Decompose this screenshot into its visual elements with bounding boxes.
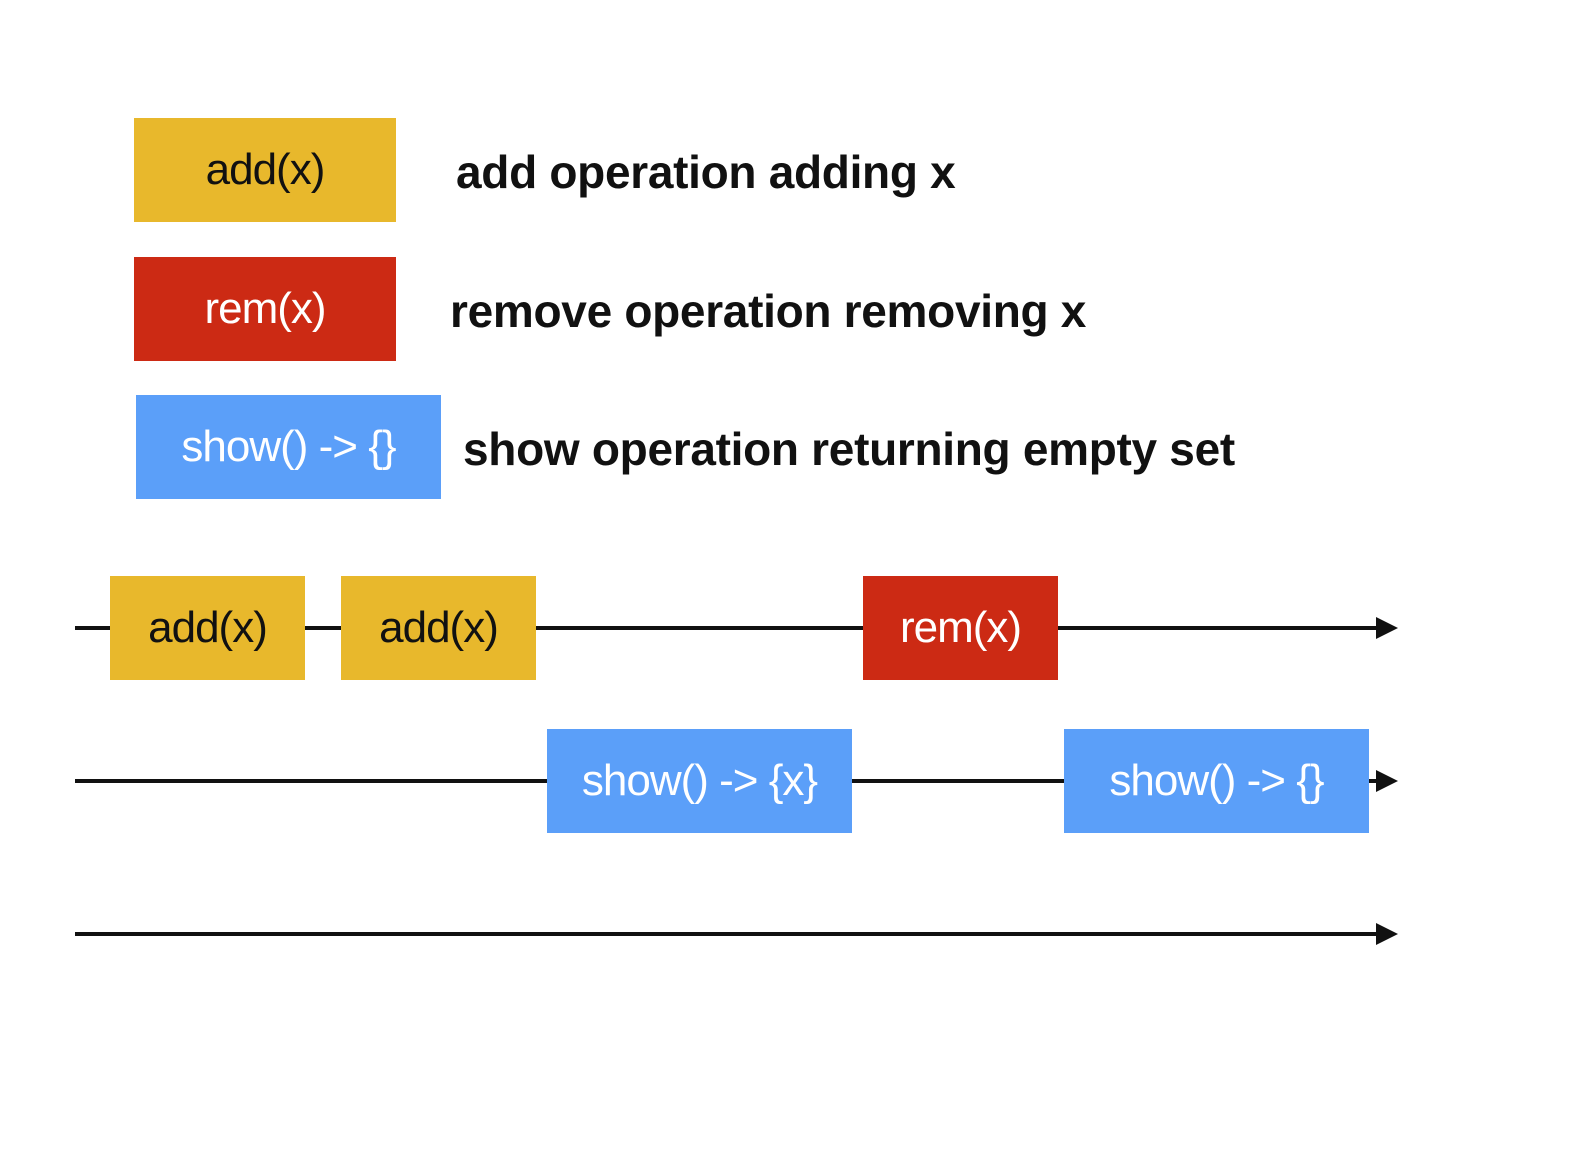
timeline-2-op-2: show() -> {} <box>1064 729 1369 833</box>
legend-show-description: show operation returning empty set <box>463 423 1235 475</box>
timeline-3-line <box>75 923 1398 945</box>
timeline-2-op-1-label: show() -> {x} <box>581 756 818 805</box>
legend-remove-box-label: rem(x) <box>204 284 326 333</box>
timeline-1-op-3: rem(x) <box>863 576 1058 680</box>
timeline-1-op-2: add(x) <box>341 576 536 680</box>
timeline-2-arrowhead <box>1376 770 1398 792</box>
timeline-3-arrowhead <box>1376 923 1398 945</box>
legend-add-box-label: add(x) <box>205 145 326 194</box>
timeline-1-op-1-label: add(x) <box>148 603 268 652</box>
timeline-1-op-2-label: add(x) <box>379 603 499 652</box>
timeline-1-op-1: add(x) <box>110 576 305 680</box>
timeline-1-op-3-label: rem(x) <box>899 603 1022 652</box>
timeline-2-op-1: show() -> {x} <box>547 729 852 833</box>
timeline-2-op-2-label: show() -> {} <box>1109 756 1324 805</box>
timeline-1-arrowhead <box>1376 617 1398 639</box>
legend-add-box: add(x) <box>134 118 396 222</box>
legend-remove-box: rem(x) <box>134 257 396 361</box>
legend-show-box: show() -> {} <box>136 395 441 499</box>
legend-show-box-label: show() -> {} <box>181 422 396 471</box>
legend-add-description: add operation adding x <box>456 146 956 198</box>
legend-remove-description: remove operation removing x <box>450 285 1087 337</box>
